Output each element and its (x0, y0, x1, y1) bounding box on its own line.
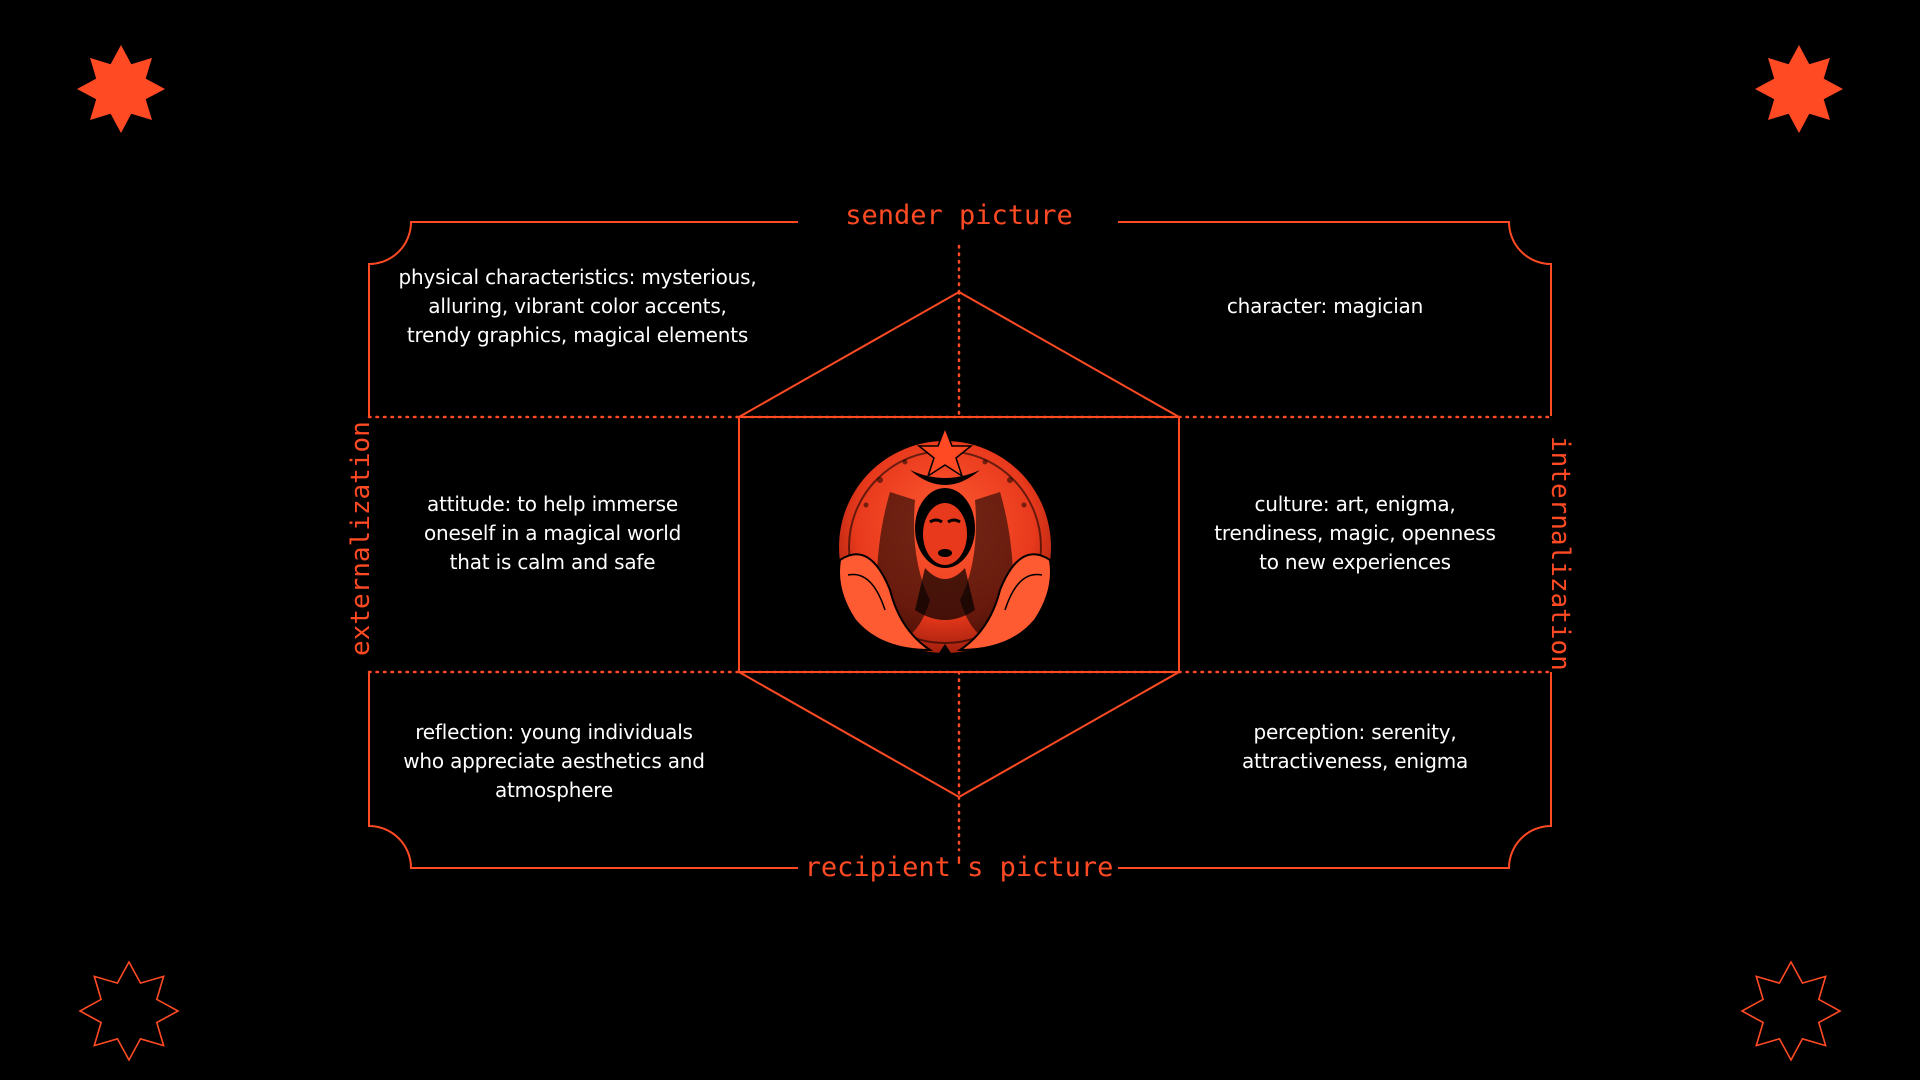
cell-character: character: magician (1226, 294, 1424, 318)
cell-attitude: attitude: to help immerse oneself in a m… (423, 492, 682, 574)
label-externalization: externalization (346, 421, 376, 656)
star-outline-icon (1740, 960, 1842, 1062)
star-filled-icon (1755, 45, 1843, 133)
star-filled-icon (77, 45, 165, 133)
cell-perception: perception: serenity, attractiveness, en… (1241, 720, 1469, 773)
label-sender-picture: sender picture (845, 200, 1073, 231)
grid-dotted-lines (367, 244, 1553, 852)
sorceress-emblem-icon (838, 425, 1052, 653)
cell-culture: culture: art, enigma, trendiness, magic,… (1214, 492, 1496, 574)
cell-reflection: reflection: young individuals who apprec… (403, 720, 705, 802)
outer-frame (368, 221, 1552, 869)
label-internalization: internalization (1545, 436, 1575, 671)
label-recipient-picture: recipient's picture (804, 852, 1114, 883)
cell-physical-characteristics: physical characteristics: mysterious, al… (398, 265, 757, 347)
star-outline-icon (78, 960, 180, 1062)
